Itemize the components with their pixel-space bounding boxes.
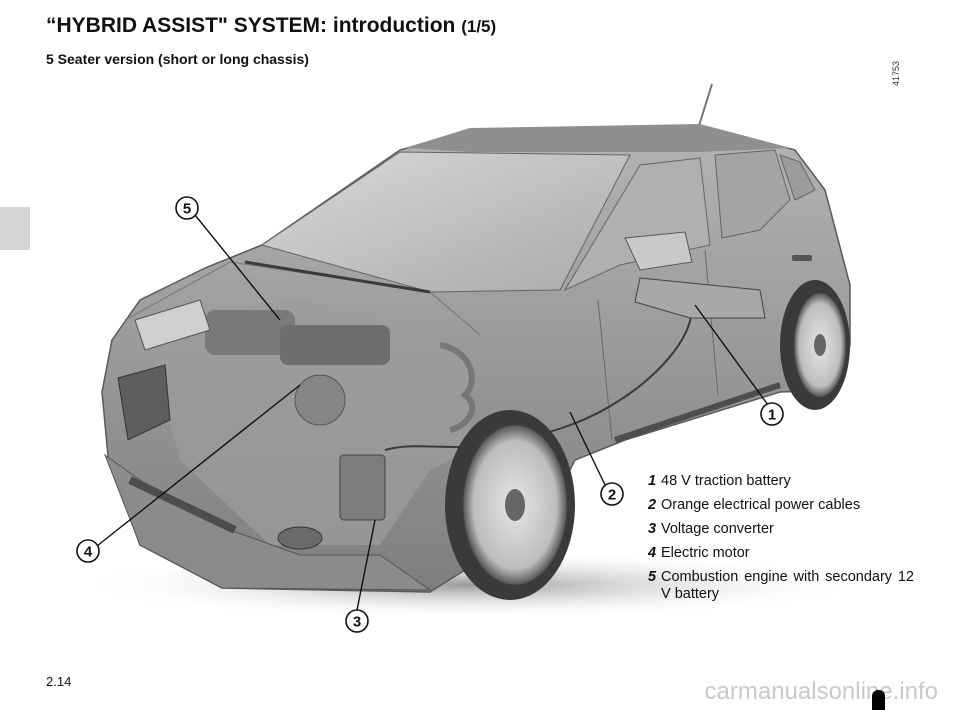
grille [117,364,171,441]
lower-grille [128,476,237,534]
fog-light [277,526,323,550]
callout-5: 5 [175,196,199,220]
side-window-rear [714,149,791,239]
rear-wheel [780,280,850,410]
windshield [260,151,631,293]
legend: 1 48 V traction battery 2 Orange electri… [648,473,914,610]
legend-item: 5 Combustion engine with secondary 12 V … [648,569,914,603]
callout-3: 3 [345,609,369,633]
section-subtitle: 5 Seater version (short or long chassis) [46,51,309,67]
svg-text:4: 4 [84,544,93,561]
watermark: carmanualsonline.info [704,678,938,705]
suspension-spring [439,342,476,433]
legend-text: 48 V traction battery [661,473,791,489]
legend-number: 1 [648,473,657,489]
side-window-quarter [779,154,816,201]
svg-text:3: 3 [353,614,361,631]
combustion-engine [205,310,295,355]
leader-line-4 [96,384,301,547]
legend-item: 1 48 V traction battery [648,473,914,490]
legend-text: Orange electrical power cables [661,497,861,513]
side-sill [614,382,781,443]
legend-number: 2 [648,497,657,513]
page-title: “HYBRID ASSIST" SYSTEM: introduction (1/… [46,14,496,38]
antenna [697,83,713,130]
power-cables [384,299,693,451]
side-window-front [563,157,711,292]
legend-number: 4 [648,545,657,561]
leader-line-1 [694,304,769,406]
front-wheel [445,410,575,600]
side-mirror [624,231,693,271]
legend-item: 3 Voltage converter [648,521,914,538]
callout-2: 2 [600,482,624,506]
legend-item: 4 Electric motor [648,545,914,562]
electric-motor [294,374,346,426]
title-main: “HYBRID ASSIST" SYSTEM: introduction [46,14,456,37]
callout-4: 4 [76,539,100,563]
leader-line-2 [569,411,607,488]
svg-text:5: 5 [183,201,191,218]
svg-text:2: 2 [608,487,616,504]
leader-line-5 [194,214,281,321]
title-page-indicator: (1/5) [461,17,497,36]
legend-text: Voltage converter [661,521,774,537]
corner-mark [872,690,885,710]
legend-text: Electric motor [661,545,750,561]
page-number: 2.14 [46,674,72,689]
callout-1: 1 [760,402,784,426]
legend-number: 5 [648,569,657,585]
voltage-converter [339,454,386,521]
headlight [134,299,211,351]
door-handle [792,255,812,261]
legend-item: 2 Orange electrical power cables [648,497,914,514]
legend-text: Combustion engine with secondary 12 V ba… [661,569,914,602]
legend-number: 3 [648,521,657,537]
wiper [244,260,431,294]
leader-line-3 [356,519,376,611]
section-tab [0,207,30,250]
svg-text:1: 1 [768,407,776,424]
roof [405,124,790,152]
traction-battery [634,277,766,319]
